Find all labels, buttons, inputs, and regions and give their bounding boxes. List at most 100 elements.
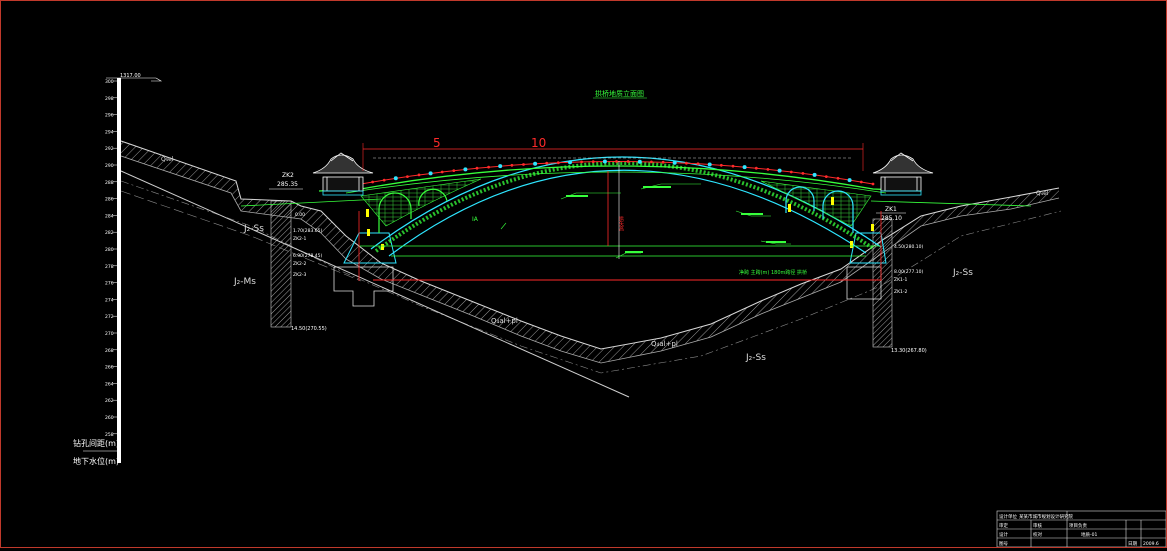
parapet-post	[824, 175, 828, 179]
svg-text:某某市城市规划设计研究院: 某某市城市规划设计研究院	[1019, 513, 1073, 520]
parapet-post	[754, 166, 758, 170]
parapet-post	[731, 164, 735, 168]
scale-top-label: 1317.00	[120, 73, 141, 79]
scale-tick-label: 274	[105, 297, 114, 303]
dim-label-10: 10	[531, 136, 546, 150]
svg-text:校对: 校对	[1033, 531, 1042, 538]
stratum-j2ms-left: J₂-Ms	[233, 277, 256, 287]
arch-intrados	[388, 169, 867, 257]
scale-tick-label: 298	[105, 96, 114, 102]
parapet-post	[685, 161, 688, 165]
bridge-deck	[318, 165, 922, 192]
svg-text:ZK2-3: ZK2-3	[293, 272, 307, 278]
scale-tick-label: 296	[105, 113, 114, 119]
arch-bridge: 拱矢高 净跨 主跨(m) 180m跨径 拱桥 IA 5 10	[240, 136, 1032, 307]
row-label-water: 地下水位(m)	[73, 456, 119, 466]
dim-label-5: 5	[433, 136, 441, 150]
parapet-post	[463, 167, 468, 172]
stratum-q4-bottom: Q₄al+pl	[651, 340, 678, 348]
span-label: 净跨 主跨(m) 180m跨径 拱桥	[739, 269, 807, 276]
stratum-q4-right-top: Q₄el	[1036, 190, 1049, 197]
parapet-post	[650, 160, 653, 164]
parapet-post	[510, 163, 514, 167]
svg-text:4.50(280.10): 4.50(280.10)	[894, 244, 924, 250]
svg-text:ZK1-2: ZK1-2	[894, 289, 908, 295]
parapet-post	[533, 161, 538, 166]
parapet-post	[522, 163, 525, 166]
parapet-post	[766, 168, 770, 171]
parapet-post	[696, 162, 700, 166]
parapet-post	[777, 168, 782, 173]
scale-tick-label: 276	[105, 281, 114, 287]
scale-tick-label: 272	[105, 314, 114, 320]
svg-text:审定: 审定	[999, 522, 1008, 529]
svg-text:日期: 日期	[1128, 541, 1137, 547]
svg-text:1.70(283.65): 1.70(283.65)	[293, 228, 323, 234]
borehole-right-depth: 13.30(267.80)	[891, 348, 927, 354]
drawing-title: 拱桥地质立面图	[595, 89, 644, 98]
svg-text:设计单位: 设计单位	[999, 513, 1017, 520]
abutment-left	[343, 232, 397, 264]
parapet-post	[393, 176, 398, 181]
parapet-post	[556, 161, 560, 165]
scale-tick-label: 270	[105, 331, 114, 337]
svg-text:8.00(277.10): 8.00(277.10)	[894, 269, 924, 275]
strata-labels: J₂-Ss J₂-Ms J₂-Ss J₂-Ss Q₄al+pl Q₄al+pl …	[161, 156, 1049, 363]
scale-tick-label: 300	[105, 79, 114, 85]
svg-text:6.90(278.45): 6.90(278.45)	[293, 253, 323, 259]
scale-tick-label: 286	[105, 197, 114, 203]
stratum-j2s-right: J₂-Ss	[952, 268, 973, 278]
parapet-post	[452, 169, 456, 173]
svg-text:ZK2-1: ZK2-1	[293, 236, 307, 242]
scale-tick-label: 292	[105, 146, 114, 152]
borehole-left-id: ZK2	[282, 172, 294, 179]
parapet-post	[591, 160, 595, 164]
foundation-right	[846, 266, 882, 300]
svg-text:地质-01: 地质-01	[1081, 531, 1097, 538]
parapet-post	[487, 165, 490, 169]
spandrel-left	[360, 178, 482, 227]
scale-tick-label: 294	[105, 129, 114, 135]
parapet-post	[672, 160, 677, 165]
parapet-post	[615, 160, 618, 163]
scale-tick-label: 288	[105, 180, 114, 186]
hatched-soil-layer	[121, 141, 1059, 363]
borehole-column-left	[270, 200, 292, 328]
scale-tick-label: 282	[105, 230, 114, 236]
scale-tick-label: 268	[105, 348, 114, 354]
scale-tick-label: 266	[105, 365, 114, 371]
ground-profile	[120, 140, 1062, 398]
parapet-post	[475, 166, 479, 170]
scale-tick-label: 262	[105, 398, 114, 404]
scale-bar	[117, 78, 121, 463]
parapet-post	[836, 176, 840, 180]
parapet-post	[545, 161, 549, 165]
parapet-post	[382, 178, 386, 182]
parapet-post	[847, 178, 852, 183]
svg-text:2009.6: 2009.6	[1143, 541, 1159, 547]
elevation-scale: 1317.00 30029829629429229028828628428228…	[73, 73, 163, 466]
svg-text:0.00: 0.00	[295, 212, 305, 218]
foundation-left	[333, 266, 394, 307]
parapet-post	[626, 160, 630, 163]
svg-text:图号: 图号	[999, 541, 1008, 547]
parapet-post	[580, 160, 583, 164]
parapet-post	[602, 159, 607, 164]
rise-label: 拱矢高	[618, 215, 624, 232]
borehole-left-depth: 14.50(270.55)	[291, 326, 327, 332]
borehole-right-elev: 285.10	[881, 215, 902, 222]
svg-text:审核: 审核	[1033, 522, 1042, 529]
borehole-column-right	[872, 218, 893, 348]
stratum-q4-left-top: Q₄el	[161, 156, 174, 163]
spandrel-arch-left-2	[418, 188, 448, 207]
approach-road-left	[240, 198, 382, 207]
borehole-left: ZK2 285.35 0.00 1.70(283.65) ZK2-1 6.90(…	[269, 172, 327, 332]
svg-text:项目负责: 项目负责	[1069, 522, 1087, 529]
borehole-right: ZK1 285.10 4.50(280.10) 8.00(277.10) ZK1…	[872, 206, 927, 354]
spandrel-arch-left-1	[378, 192, 412, 233]
spandrel-arch-right-1	[785, 186, 815, 213]
parapet-post	[871, 182, 875, 186]
spandrel-arch-right-2	[822, 190, 854, 233]
soil-rock-boundary	[120, 155, 1060, 364]
parapet-post	[812, 172, 817, 177]
